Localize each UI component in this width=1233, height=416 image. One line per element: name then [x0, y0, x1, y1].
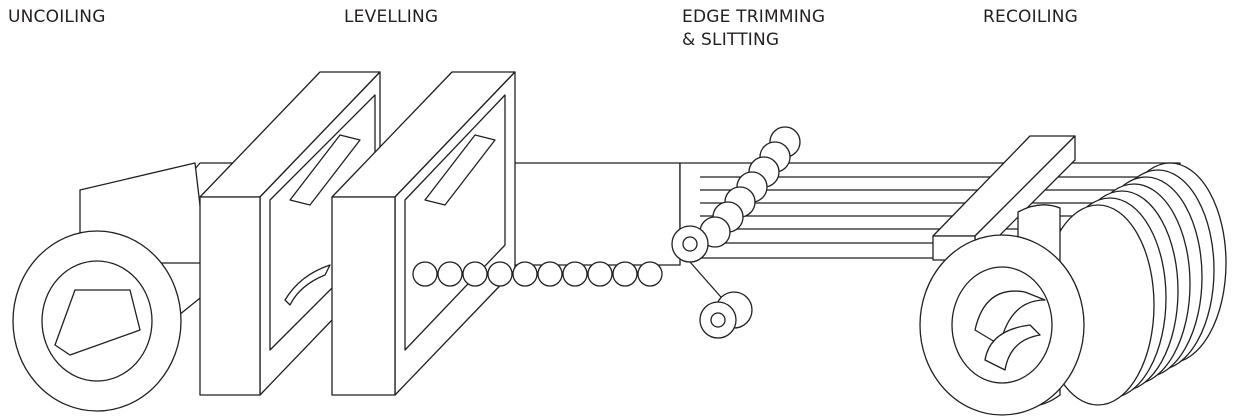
level-roller-3 — [462, 261, 488, 287]
level-roller-4 — [487, 261, 513, 287]
level-roller-8 — [587, 261, 613, 287]
frame1-roll-upper — [289, 134, 361, 206]
level-roller-9 — [612, 261, 638, 287]
recoil-coils — [919, 162, 1227, 416]
level-roller-6 — [537, 261, 563, 287]
leveller-frame-2 — [331, 71, 516, 396]
frame1-front — [199, 196, 261, 396]
recoil-mandrel-segment-2 — [984, 324, 1041, 371]
label-levelling: LEVELLING — [344, 6, 438, 29]
label-edge-trimming-line2: & SLITTING — [682, 29, 780, 50]
scrap-roll-hub — [710, 312, 726, 328]
uncoil-mandrel — [54, 289, 141, 356]
slitter-knives — [671, 126, 801, 263]
frame1-roll-lower — [284, 264, 331, 306]
level-roller-1 — [412, 261, 438, 287]
label-edge-trimming: EDGE TRIMMING & SLITTING — [682, 6, 825, 52]
level-roller-2 — [437, 261, 463, 287]
recoil-mandrel-segment-1 — [974, 290, 1046, 346]
leveller-frame-1 — [199, 71, 381, 396]
label-recoiling-text: RECOILING — [983, 7, 1078, 27]
label-uncoiling-text: UNCOILING — [8, 7, 106, 27]
label-recoiling: RECOILING — [983, 6, 1078, 29]
edge-trim-rollers — [689, 261, 753, 339]
uncoil-coil — [12, 162, 211, 412]
level-roller-5 — [512, 261, 538, 287]
label-edge-trimming-line1: EDGE TRIMMING — [682, 7, 826, 27]
leveller-rollers — [412, 261, 663, 287]
frame2-front — [331, 196, 396, 396]
label-uncoiling: UNCOILING — [8, 6, 106, 29]
slitter-main-roll-hub — [682, 236, 698, 252]
level-roller-10 — [637, 261, 663, 287]
label-levelling-text: LEVELLING — [344, 7, 439, 27]
frame2-roll-upper — [424, 134, 496, 206]
level-roller-7 — [562, 261, 588, 287]
